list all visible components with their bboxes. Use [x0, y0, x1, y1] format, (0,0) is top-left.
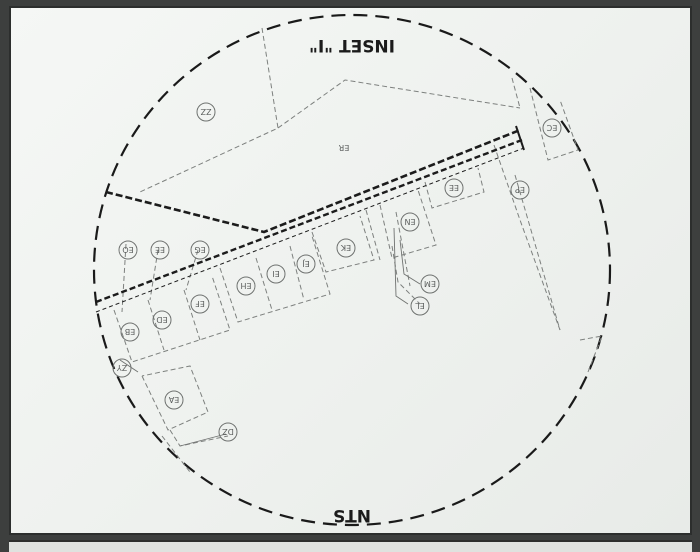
callout-en: EN [400, 212, 420, 232]
callout-zy: ZY [112, 358, 132, 378]
callout-eo: EO [118, 240, 138, 260]
lot-callouts: ZZ ER EC EP EE EN EK EJ [112, 102, 562, 442]
callout-ep: EP [510, 180, 530, 200]
callout-eg: EG [190, 240, 210, 260]
svg-text:EI: EI [272, 269, 279, 278]
svg-text:EP: EP [515, 185, 525, 194]
callout-ee: EE [444, 178, 464, 198]
svg-text:EE: EE [449, 183, 459, 192]
svg-text:EH: EH [240, 281, 251, 290]
callout-eb: EB [120, 322, 140, 342]
scale-note: NTS [333, 505, 371, 525]
callout-er: ER [338, 143, 349, 152]
callout-ed: ED [152, 310, 172, 330]
svg-text:ZY: ZY [117, 363, 127, 372]
callout-zz: ZZ [196, 102, 216, 122]
svg-text:EB: EB [125, 327, 136, 336]
inset-boundary-circle [92, 13, 612, 527]
svg-text:ZZ: ZZ [200, 107, 211, 116]
callout-ec: EC [542, 118, 562, 138]
svg-text:INSET "I": INSET "I" [309, 35, 395, 55]
svg-text:EN: EN [404, 217, 415, 226]
svg-text:EF: EF [195, 299, 205, 308]
callout-ei: EI [266, 264, 286, 284]
callout-em: EM [420, 274, 440, 294]
svg-text:DZ: DZ [222, 427, 234, 436]
lot-lines [113, 27, 603, 473]
callout-ee-2: EE [150, 240, 170, 260]
callout-eh: EH [236, 276, 256, 296]
inset-title: INSET "I" [309, 35, 395, 55]
svg-text:EA: EA [168, 395, 179, 404]
callout-dz: DZ [218, 422, 238, 442]
title-block-strip [9, 540, 692, 552]
road-edges [95, 125, 525, 313]
svg-text:EL: EL [415, 301, 425, 310]
svg-text:NTS: NTS [333, 505, 371, 525]
svg-text:EO: EO [122, 245, 133, 254]
callout-ek: EK [336, 238, 356, 258]
svg-text:EC: EC [546, 123, 557, 132]
svg-text:EK: EK [340, 243, 351, 252]
callout-ej: EJ [296, 254, 316, 274]
svg-text:ER: ER [338, 143, 349, 152]
callout-el: EL [410, 296, 430, 316]
callout-ef: EF [190, 294, 210, 314]
inset-panel [9, 6, 692, 535]
leader-lines [119, 227, 421, 447]
svg-text:EG: EG [194, 245, 205, 254]
svg-text:ED: ED [156, 315, 167, 324]
callout-ea: EA [164, 390, 184, 410]
svg-text:EJ: EJ [302, 259, 309, 268]
svg-text:EE: EE [155, 245, 165, 254]
svg-text:EM: EM [424, 279, 436, 288]
